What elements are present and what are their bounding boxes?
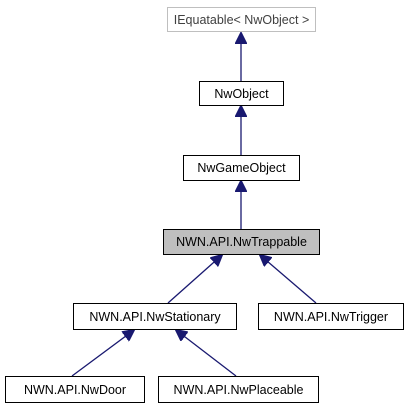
node-nwobject[interactable]: NwObject [199,81,284,106]
node-nwstationary[interactable]: NWN.API.NwStationary [73,303,237,330]
node-nwtrappable: NWN.API.NwTrappable [163,229,320,255]
node-nwplaceable[interactable]: NWN.API.NwPlaceable [158,376,319,403]
node-nwdoor[interactable]: NWN.API.NwDoor [5,376,145,403]
node-nwgameobject[interactable]: NwGameObject [183,155,300,181]
node-nwtrigger[interactable]: NWN.API.NwTrigger [258,303,404,330]
edge-nwplaceable-to-nwstationary [176,330,237,377]
edge-nwdoor-to-nwstationary [71,330,134,377]
node-iequatable: IEquatable< NwObject > [167,7,316,32]
edge-nwstationary-to-nwtrappable [167,255,222,304]
edge-nwtrigger-to-nwtrappable [260,255,317,304]
